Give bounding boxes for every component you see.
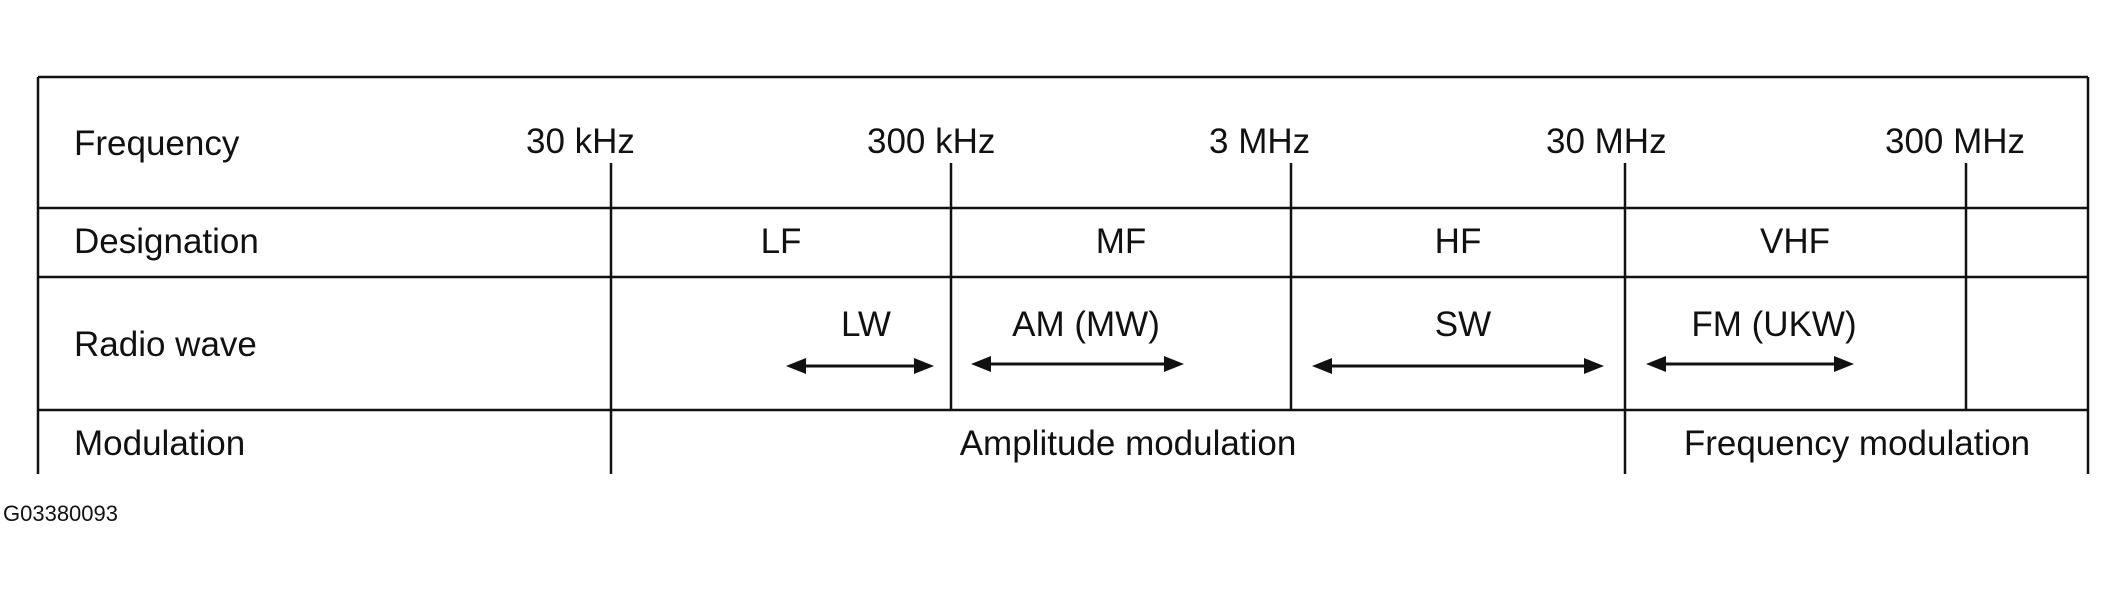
freq-label-30khz: 30 kHz [526,122,635,161]
row-label-frequency: Frequency [74,124,240,163]
row-label-radio-wave: Radio wave [74,325,257,364]
freq-label-300mhz: 300 MHz [1885,122,2025,161]
row-label-modulation: Modulation [74,424,245,463]
arrow-lw [786,358,934,374]
freq-label-300khz: 300 kHz [867,122,995,161]
radio-wave-sw: SW [1435,305,1491,344]
table-frame [36,75,2090,474]
row-label-designation: Designation [74,222,259,261]
designation-hf: HF [1435,222,1482,261]
designation-vhf: VHF [1760,222,1830,261]
figure-code: G03380093 [3,501,118,526]
modulation-amplitude: Amplitude modulation [960,424,1297,463]
designation-mf: MF [1096,222,1147,261]
radio-wave-am-mw: AM (MW) [1012,305,1160,344]
designation-lf: LF [761,222,802,261]
modulation-frequency: Frequency modulation [1684,424,2030,463]
frequency-boundaries [609,163,1968,474]
radio-wave-lw: LW [841,305,891,344]
arrow-sw [1312,358,1604,374]
arrow-am-mw [971,356,1184,372]
radio-wave-fm-ukw: FM (UKW) [1691,305,1856,344]
freq-label-3mhz: 3 MHz [1209,122,1310,161]
freq-label-30mhz: 30 MHz [1546,122,1667,161]
row-dividers [38,206,2088,412]
radio-wave-arrows [786,356,1854,374]
arrow-fm-ukw [1646,356,1854,372]
